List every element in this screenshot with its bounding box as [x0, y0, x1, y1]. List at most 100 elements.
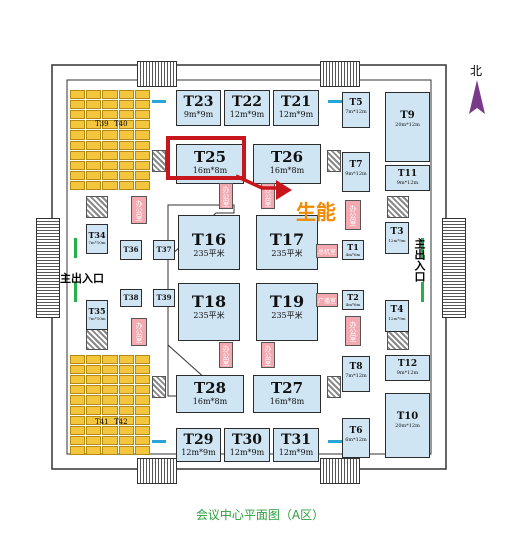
seat [70, 385, 86, 395]
seat [70, 445, 86, 455]
seat [70, 130, 86, 140]
seat [118, 160, 134, 170]
seat [86, 150, 102, 160]
seat [70, 425, 86, 435]
seat [118, 150, 134, 160]
booth-T12[interactable]: T12 9m*12m [385, 355, 430, 381]
hall-T19[interactable]: T19 235平米 [256, 283, 318, 341]
booth-code: T26 [270, 148, 304, 166]
booth-T27[interactable]: T27 16m*8m [253, 375, 321, 413]
seat [86, 90, 102, 100]
seat [70, 140, 86, 150]
booth-T3[interactable]: T3 12m*9m [385, 222, 409, 254]
seat [134, 405, 150, 415]
booth-size: 20m*12m [395, 122, 420, 128]
booth-code: T39 [156, 293, 172, 302]
booth-size: 9m*12m [396, 180, 419, 186]
booth-T9[interactable]: T9 20m*12m [385, 92, 430, 162]
office-room: 办公室 [345, 316, 361, 346]
booth-size: 9m*9m [183, 110, 214, 119]
booth-T30[interactable]: T30 12m*9m [224, 428, 270, 462]
seat [86, 445, 102, 455]
booth-code: T5 [349, 98, 363, 108]
seat [70, 405, 86, 415]
seat [118, 90, 134, 100]
booth-code: T36 [123, 245, 139, 254]
booth-T22[interactable]: T22 12m*9m [224, 90, 270, 126]
door-marker [328, 440, 342, 443]
hall-T16[interactable]: T16 235平米 [178, 215, 240, 270]
booth-T7[interactable]: T7 9m*12m [342, 152, 370, 192]
left-entrance-door [74, 238, 77, 258]
seat [70, 395, 86, 405]
seat [118, 110, 134, 120]
seat [134, 160, 150, 170]
booth-T4[interactable]: T4 12m*9m [385, 300, 409, 332]
label-T39-top: T39 [95, 120, 109, 128]
booth-T5[interactable]: T5 7m*12m [342, 92, 370, 128]
booth-T31[interactable]: T31 12m*9m [273, 428, 319, 462]
seat [118, 120, 134, 130]
broadcast-room-label: 广播室 [317, 297, 336, 305]
booth-T11[interactable]: T11 9m*12m [385, 165, 430, 191]
booth-code: T6 [349, 426, 363, 436]
booth-code: T31 [281, 432, 311, 448]
booth-T23[interactable]: T23 9m*9m [176, 90, 221, 126]
booth-T8[interactable]: T8 7m*12m [342, 356, 370, 392]
seat [70, 375, 86, 385]
door-marker [152, 100, 166, 103]
booth-T36[interactable]: T36 [120, 240, 142, 260]
seat [118, 435, 134, 445]
seat [86, 415, 102, 425]
seat [134, 425, 150, 435]
seat [118, 415, 134, 425]
seat [102, 415, 118, 425]
booth-T2[interactable]: T2 4m*6m [342, 290, 364, 310]
booth-T34[interactable]: T34 7m*10m [86, 224, 108, 254]
seat [102, 355, 118, 365]
seat [86, 170, 102, 180]
seat [102, 90, 118, 100]
left-entrance-stair [36, 218, 60, 318]
seat [86, 120, 102, 130]
seat [118, 425, 134, 435]
hall-T18[interactable]: T18 235平米 [178, 283, 240, 341]
booth-size: 20m*12m [395, 423, 420, 429]
booth-T28[interactable]: T28 16m*8m [176, 375, 244, 413]
seat [70, 355, 86, 365]
booth-code: T1 [347, 242, 359, 252]
seat [70, 120, 86, 130]
hall-T17[interactable]: T17 235平米 [256, 215, 318, 270]
office-label: 办公室 [264, 185, 272, 207]
booth-code: T30 [232, 432, 262, 448]
booth-T26[interactable]: T26 16m*8m [253, 144, 321, 184]
booth-code: T8 [349, 362, 363, 372]
booth-code: T9 [400, 110, 415, 121]
service-block [86, 196, 108, 218]
bottom-right-stair [320, 458, 360, 484]
seat [70, 160, 86, 170]
booth-T39[interactable]: T39 [153, 289, 175, 307]
booth-code: T19 [269, 292, 305, 311]
booth-T35[interactable]: T35 7m*10m [86, 300, 108, 330]
booth-code: T34 [88, 230, 106, 240]
office-label: 办公室 [135, 321, 143, 343]
booth-T10[interactable]: T10 20m*12m [385, 393, 430, 458]
seat [86, 365, 102, 375]
booth-code: T16 [191, 230, 227, 249]
booth-T29[interactable]: T29 12m*9m [176, 428, 221, 462]
booth-size: 235平米 [271, 249, 303, 258]
booth-T37[interactable]: T37 [153, 240, 175, 260]
booth-T1[interactable]: T1 4m*6m [342, 240, 364, 260]
service-block [327, 376, 341, 398]
seat [118, 130, 134, 140]
office-room: 办公室 [261, 342, 275, 368]
booth-code: T27 [270, 379, 304, 397]
service-block [387, 196, 409, 218]
booth-T21[interactable]: T21 12m*9m [273, 90, 319, 126]
booth-T38[interactable]: T38 [120, 289, 142, 307]
office-room: 办公室 [345, 200, 361, 230]
left-entrance-door [74, 282, 77, 302]
arrowhead-icon [276, 180, 292, 200]
booth-T6[interactable]: T6 6m*12m [342, 418, 370, 458]
